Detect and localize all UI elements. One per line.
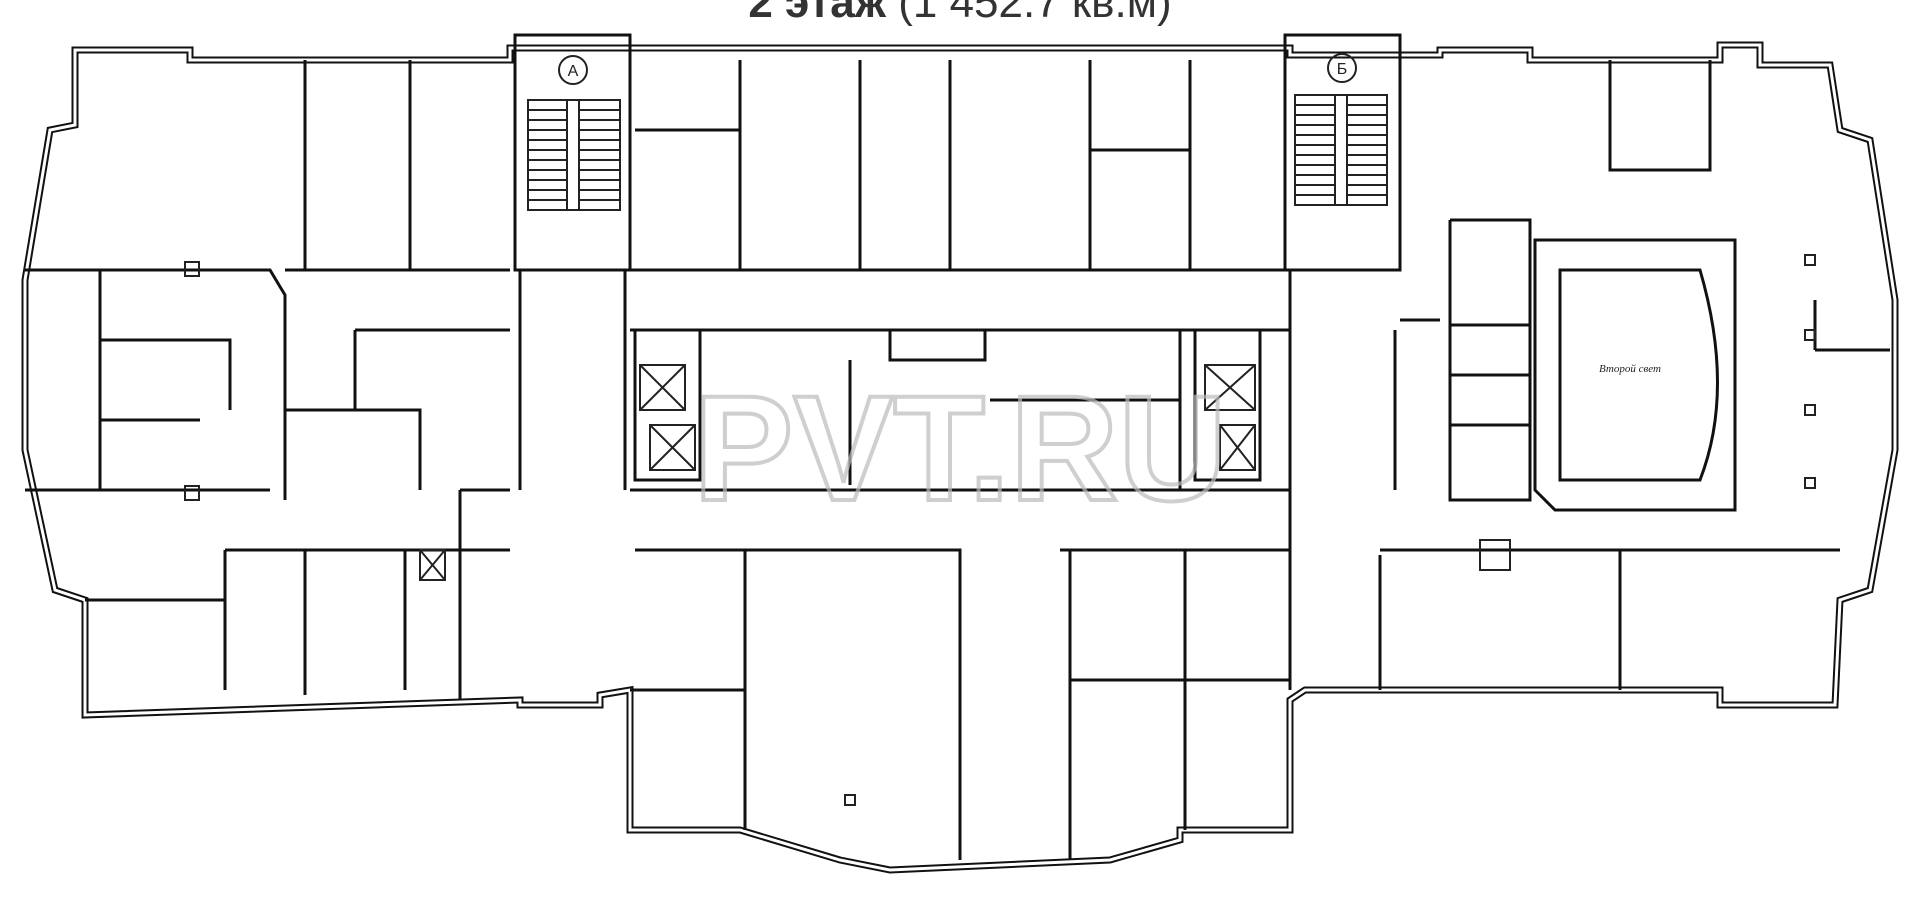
stair-b-label: Б xyxy=(1337,61,1348,78)
staircase-a: А xyxy=(527,55,621,211)
columns xyxy=(184,254,1816,806)
elevators xyxy=(419,364,1256,581)
floor-area: (1 452.7 кв.м) xyxy=(898,0,1172,27)
watermark: PVT.RU xyxy=(693,364,1226,532)
floor-number: 2 этаж xyxy=(748,0,886,27)
staircase-b: Б xyxy=(1294,53,1388,206)
floor-title: 2 этаж (1 452.7 кв.м) xyxy=(0,0,1920,28)
atrium: Второй свет xyxy=(1533,238,1737,512)
interior-walls xyxy=(25,33,1890,860)
atrium-label: Второй свет xyxy=(1599,363,1661,375)
exterior-walls xyxy=(21,41,1899,874)
stair-a-label: А xyxy=(568,63,579,80)
